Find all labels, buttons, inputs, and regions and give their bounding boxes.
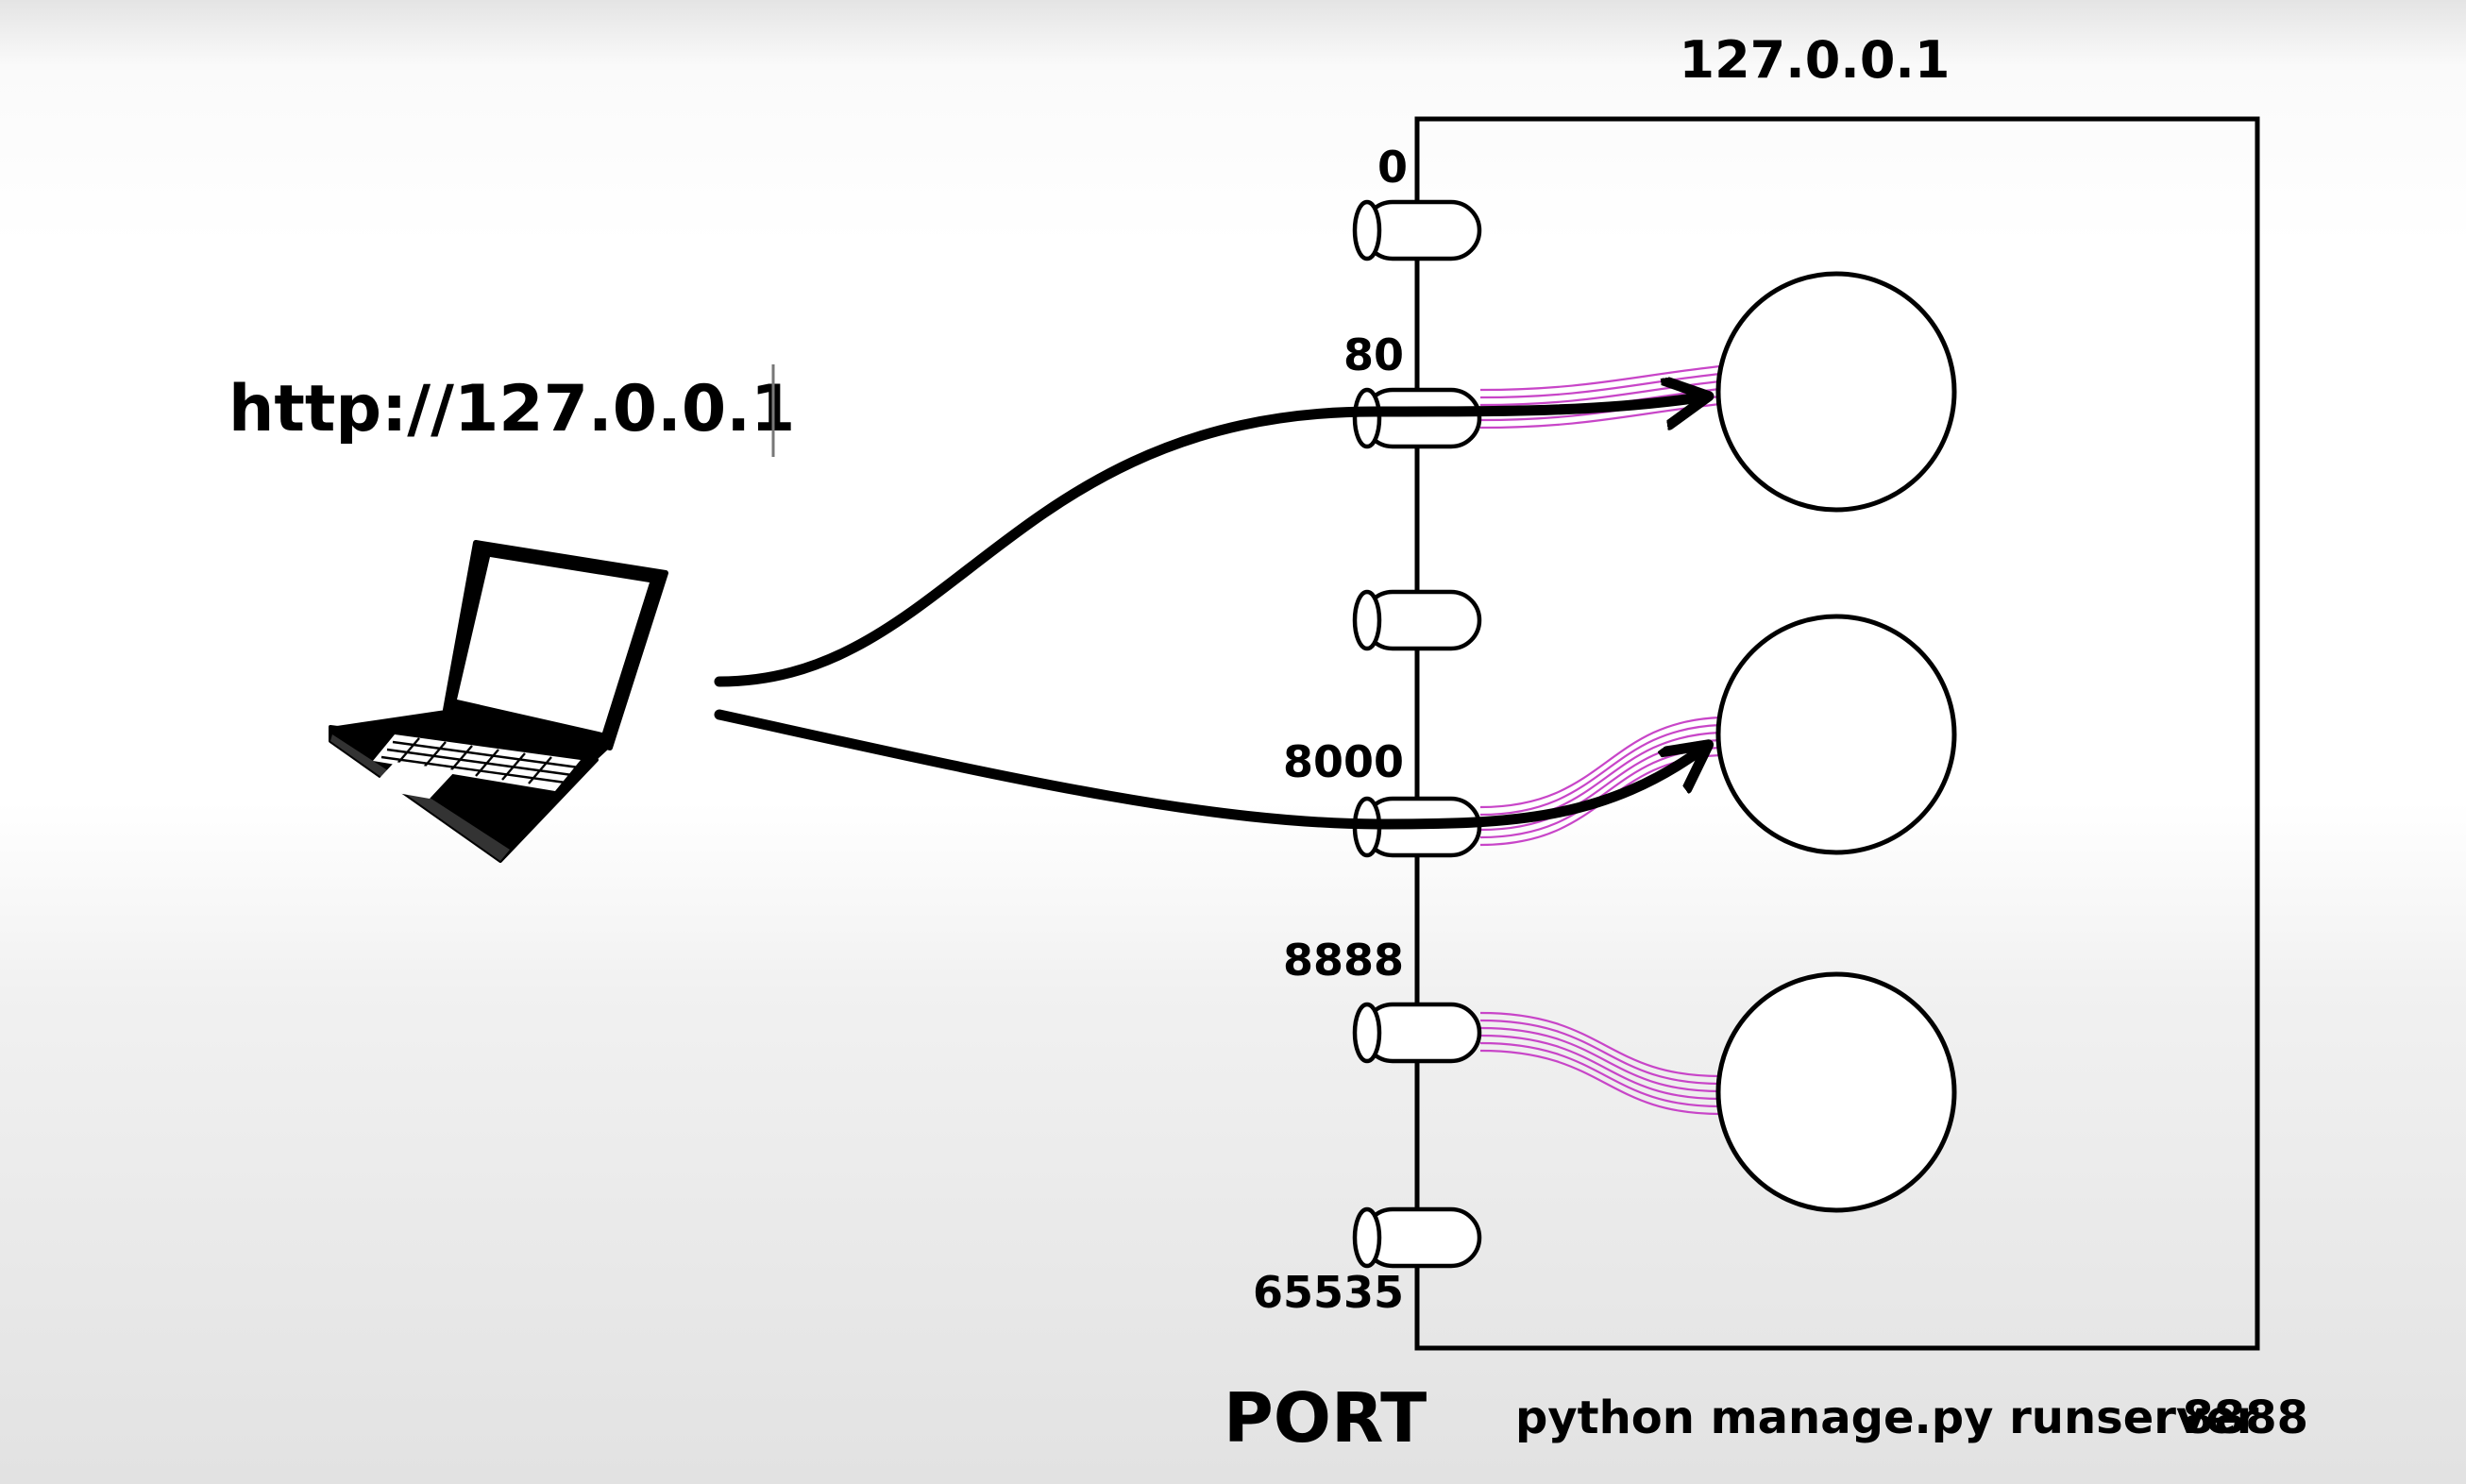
host-box bbox=[1414, 116, 2260, 1351]
port-number-0: 0 bbox=[1377, 142, 1408, 193]
port-cylinder-icon bbox=[1352, 199, 1482, 261]
port-cylinder-icon bbox=[1352, 1002, 1482, 1064]
url-text: http://127.0.0.1 bbox=[228, 372, 795, 447]
port-cylinder-icon bbox=[1352, 589, 1482, 651]
port-number-80: 80 bbox=[1343, 329, 1404, 380]
wire-bundle-port-8888 bbox=[1479, 1011, 1721, 1116]
port-number-8000: 8000 bbox=[1283, 736, 1404, 787]
service-circle-middle bbox=[1715, 614, 1957, 855]
port-cylinder-icon bbox=[1352, 1206, 1482, 1269]
service-circle-top bbox=[1715, 271, 1957, 513]
host-label: 127.0.0.1 bbox=[1680, 30, 1951, 90]
connection-arrow-port-80 bbox=[714, 396, 1707, 687]
service-circle-bottom bbox=[1715, 971, 1957, 1213]
port-title: PORT bbox=[1224, 1378, 1427, 1458]
port-number-8888: 8888 bbox=[1283, 935, 1404, 986]
command-text: python manage.py runserver bbox=[1515, 1391, 2259, 1444]
laptop-icon bbox=[329, 540, 668, 863]
port-cylinder-icon bbox=[1352, 387, 1482, 449]
port-number-65535: 65535 bbox=[1253, 1267, 1404, 1318]
wire-bundle-port-8000 bbox=[1479, 716, 1721, 847]
command-port: 8888 bbox=[2182, 1391, 2308, 1444]
connection-arrow-port-8000 bbox=[714, 709, 1707, 830]
